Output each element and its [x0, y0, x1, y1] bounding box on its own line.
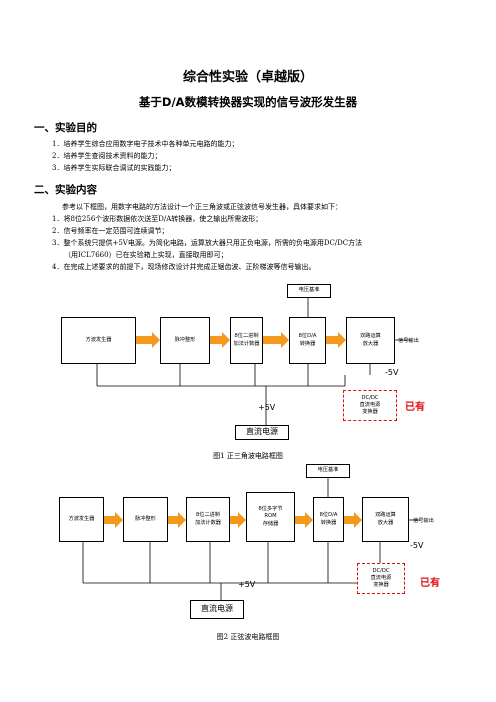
purpose-item: 1．培养学生综合应用数字电子技术中各种单元电路的能力；: [52, 140, 239, 148]
negative-supply-label: -5V: [385, 368, 399, 377]
rom-memory-box: 8位多字节 ROM 存储器: [246, 492, 295, 542]
content-item: 2．信号频率在一定范围可连续调节；: [52, 227, 169, 235]
square-wave-generator-box: 方波发生器: [59, 497, 104, 542]
negative-supply-label: -5V: [410, 541, 424, 550]
content-item: 1．将8位256个波形数据依次送至D/A转换器，使之输出所需波形；: [52, 215, 263, 223]
opamp-box: 双路运算 放大器: [362, 497, 409, 542]
purpose-item: 3．培养学生实际联合调试的实践能力；: [52, 164, 176, 172]
positive-supply-label: +5V: [238, 580, 256, 589]
signal-output-label: 信号输出: [413, 518, 434, 524]
positive-supply-label: +5V: [258, 403, 276, 412]
section-heading-purpose: 一、实验目的: [34, 122, 97, 134]
voltage-reference-box: 电压基准: [306, 464, 350, 478]
opamp-box: 双路运算 放大器: [346, 317, 395, 364]
content-item: 3．整个系统只提供+5V电源。为简化电路，运算放大器只用正负电源，所需的负电源用…: [52, 239, 363, 247]
da-converter-box: 8位D/A 转换器: [313, 497, 344, 542]
content-item: 4．在完成上述要求的前提下，现场修改设计并完成正锯齿波、正阶梯波等信号输出。: [52, 263, 316, 271]
content-item: （用ICL7660）已在实验箱上实现，直接取用即可；: [64, 251, 228, 259]
signal-output-label: 信号输出: [398, 338, 419, 344]
dc-power-box: 直流电源: [235, 425, 289, 440]
pulse-shaping-box: 脉冲整形: [160, 317, 210, 364]
already-available-badge: 已有: [420, 578, 440, 589]
square-wave-generator-box: 方波发生器: [61, 317, 136, 364]
voltage-reference-box: 电压基准: [287, 284, 331, 298]
figure1-caption: 图1 正三角波电路框图: [213, 452, 283, 460]
content-intro: 参考以下框图，用数字电路的方法设计一个正三角波或正弦波信号发生器，具体要求如下：: [62, 203, 342, 211]
dc-power-box: 直流电源: [190, 600, 244, 619]
dcdc-converter-box: DC/DC 直流电源 变换器: [343, 390, 397, 421]
document-subtitle: 基于D/A数模转换器实现的信号波形发生器: [138, 95, 358, 109]
pulse-shaping-box: 脉冲整形: [123, 497, 168, 542]
already-available-badge: 已有: [405, 402, 425, 413]
binary-counter-box: 8位二进制 加法计数器: [186, 497, 230, 542]
da-converter-box: 8位D/A 转换器: [289, 317, 326, 364]
dcdc-converter-box: DC/DC 直流电源 变换器: [357, 563, 405, 594]
figure2-caption: 图2 正弦波电路框图: [216, 633, 280, 641]
purpose-item: 2．培养学生查阅技术资料的能力；: [52, 152, 162, 160]
document-title: 综合性实验（卓越版）: [182, 70, 313, 85]
binary-counter-box: 8位二进制 加法计数器: [230, 317, 263, 364]
section-heading-content: 二、实验内容: [34, 184, 97, 196]
